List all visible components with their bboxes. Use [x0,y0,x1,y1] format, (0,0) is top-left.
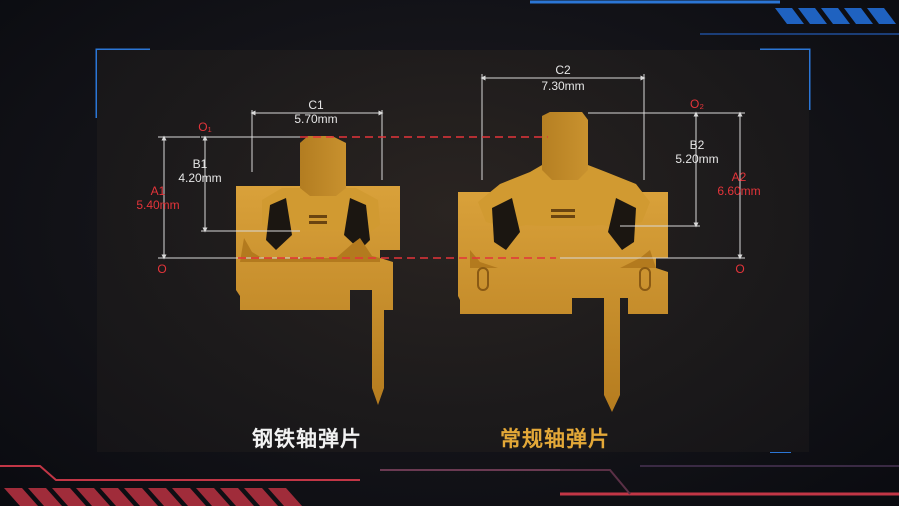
regular-spring-caption: 常规轴弹片 [500,427,610,451]
bottom-stripe-decoration [4,488,302,506]
left-origin-top-label: O₁ [198,120,212,134]
right-c-value: 7.30mm [541,79,585,93]
right-dimension-lines [480,74,745,260]
left-b-label: B1 [192,157,208,171]
left-dimension-lines [158,110,384,260]
right-b-label: B2 [689,138,705,152]
right-origin-bottom-label: O [735,262,745,276]
left-a-value: 5.40mm [136,198,180,212]
right-b-value: 5.20mm [675,152,719,166]
right-c-label: C2 [555,63,571,77]
reference-dashed-lines [238,136,556,259]
left-b-value: 4.20mm [178,171,222,185]
right-origin-top-label: O₂ [690,97,704,111]
left-origin-bottom-label: O [157,262,167,276]
top-stripe-decoration [775,8,896,24]
left-a-label: A1 [150,184,166,198]
steel-spring-part [236,136,400,405]
content-panel [97,50,809,452]
left-c-label: C1 [308,98,324,112]
right-a-value: 6.60mm [717,184,761,198]
right-a-label: A2 [731,170,747,184]
left-c-value: 5.70mm [294,112,338,126]
regular-spring-part [458,112,668,412]
steel-spring-caption: 钢铁轴弹片 [252,427,362,451]
